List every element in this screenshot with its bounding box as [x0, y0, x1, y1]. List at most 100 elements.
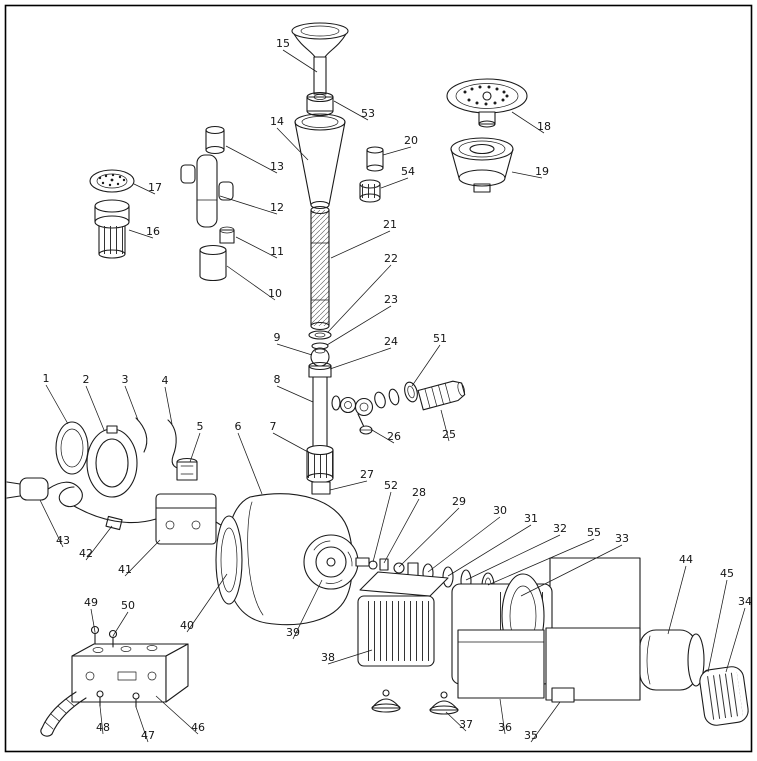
part-bracket-block — [457, 629, 545, 699]
part-front-plate — [215, 515, 243, 605]
leader-line-37 — [445, 711, 467, 732]
part-label-37: 37 — [459, 718, 473, 731]
part-float-disc — [55, 421, 89, 475]
part-label-11: 11 — [270, 245, 284, 258]
leader-line-45 — [707, 579, 728, 673]
leader-line-17 — [133, 183, 156, 195]
part-small-fitting — [219, 226, 235, 244]
part-small-cylinder — [366, 146, 384, 172]
leader-line-12 — [219, 195, 278, 215]
part-label-28: 28 — [412, 486, 426, 499]
part-label-20: 20 — [404, 134, 418, 147]
leader-line-11 — [235, 236, 278, 259]
part-pump-housing — [225, 493, 354, 626]
leader-line-13 — [225, 145, 278, 174]
leader-line-6 — [237, 432, 263, 495]
leader-line-27 — [329, 480, 368, 491]
part-label-17: 17 — [148, 181, 162, 194]
leader-line-21 — [330, 230, 391, 259]
part-label-39: 39 — [286, 626, 300, 639]
leader-line-39 — [292, 579, 323, 640]
part-label-55: 55 — [587, 526, 601, 539]
leader-line-50 — [112, 611, 129, 637]
part-cone — [294, 113, 346, 210]
part-label-7: 7 — [270, 420, 277, 433]
leader-line-48 — [99, 705, 104, 735]
part-washer — [308, 330, 332, 340]
leader-line-42 — [85, 525, 113, 561]
leader-line-38 — [327, 649, 373, 665]
leader-line-30 — [427, 516, 501, 573]
part-label-53: 53 — [361, 107, 375, 120]
leader-line-34 — [725, 607, 746, 673]
leader-line-7 — [272, 432, 309, 453]
part-label-25: 25 — [442, 428, 456, 441]
leader-line-35 — [530, 701, 561, 743]
part-vented-front — [357, 571, 449, 667]
part-label-32: 32 — [553, 522, 567, 535]
part-label-35: 35 — [524, 729, 538, 742]
part-tee-assembly — [180, 154, 234, 228]
part-label-51: 51 — [433, 332, 447, 345]
leader-line-1 — [45, 384, 69, 425]
part-cable-clip — [105, 515, 123, 531]
part-clamp — [176, 457, 198, 481]
leader-line-10 — [226, 265, 276, 301]
part-label-15: 15 — [276, 37, 290, 50]
leader-line-29 — [398, 507, 460, 568]
leader-line-9 — [276, 343, 313, 356]
part-label-21: 21 — [383, 218, 397, 231]
leader-line-2 — [85, 385, 105, 431]
leader-line-16 — [128, 229, 154, 239]
leader-line-31 — [447, 524, 532, 577]
leader-line-51 — [411, 344, 441, 387]
leader-line-52 — [372, 491, 392, 563]
leader-line-3 — [124, 385, 139, 421]
part-label-43: 43 — [56, 534, 70, 547]
leader-line-20 — [382, 146, 412, 156]
leader-line-55 — [487, 538, 595, 586]
part-knurled-nut — [359, 179, 381, 203]
part-pump-outlet — [311, 481, 331, 495]
leader-line-5 — [189, 432, 201, 463]
part-label-1: 1 — [43, 372, 50, 385]
leader-line-19 — [511, 171, 543, 179]
part-label-49: 49 — [84, 596, 98, 609]
part-label-44: 44 — [679, 553, 693, 566]
leader-line-36 — [499, 698, 506, 735]
leader-line-28 — [383, 498, 420, 564]
part-label-19: 19 — [535, 165, 549, 178]
leader-line-33 — [520, 544, 623, 597]
leader-line-53 — [333, 100, 369, 121]
leader-line-40 — [186, 573, 228, 633]
part-label-40: 40 — [180, 619, 194, 632]
leader-line-24 — [329, 347, 392, 370]
part-power-plug — [6, 477, 49, 501]
part-hose — [40, 691, 87, 737]
leader-line-47 — [135, 706, 149, 743]
part-fountain-head — [450, 137, 514, 193]
part-float-ring — [86, 425, 138, 498]
part-riser-tube — [310, 205, 330, 331]
leader-line-15 — [282, 49, 318, 73]
part-label-27: 27 — [360, 468, 374, 481]
part-fountain-rosette — [291, 22, 349, 95]
leader-line-4 — [164, 386, 173, 425]
part-outlet-pipe — [312, 376, 328, 449]
part-label-47: 47 — [141, 729, 155, 742]
part-label-2: 2 — [83, 373, 90, 386]
part-label-5: 5 — [197, 420, 204, 433]
leader-line-25 — [440, 409, 450, 442]
part-label-24: 24 — [384, 335, 398, 348]
part-wire-clip — [135, 417, 148, 453]
part-label-3: 3 — [122, 373, 129, 386]
part-label-50: 50 — [121, 599, 135, 612]
part-label-30: 30 — [493, 504, 507, 517]
part-label-33: 33 — [615, 532, 629, 545]
part-label-10: 10 — [268, 287, 282, 300]
part-label-6: 6 — [235, 420, 242, 433]
part-label-18: 18 — [537, 120, 551, 133]
